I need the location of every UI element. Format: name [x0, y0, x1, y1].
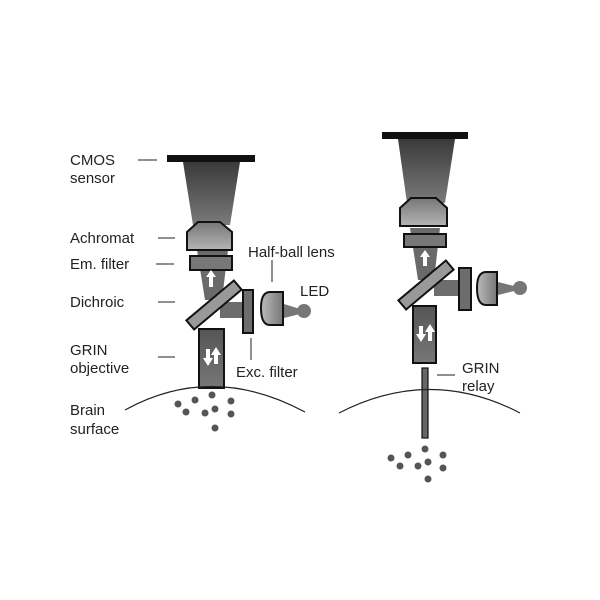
- neurons: [174, 391, 235, 432]
- emission-filter: [189, 255, 233, 271]
- label-exc-filter: Exc. filter: [236, 364, 298, 381]
- label-cmos-sensor-2: sensor: [70, 170, 115, 187]
- brain-surface-curve: [338, 389, 521, 414]
- excitation-filter: [458, 267, 472, 311]
- arrow-down-icon: [203, 349, 213, 366]
- label-dichroic: Dichroic: [70, 294, 125, 311]
- label-achromat: Achromat: [70, 230, 135, 247]
- dichroic-mirror: [184, 279, 244, 331]
- achromat-lens: [399, 197, 448, 227]
- led-stem: [284, 304, 300, 318]
- cmos-sensor: [382, 132, 468, 139]
- excitation-filter: [242, 289, 254, 334]
- neurons: [387, 445, 447, 483]
- label-half-ball-lens: Half-ball lens: [248, 244, 335, 261]
- led: [513, 281, 527, 295]
- excitation-beam: [220, 302, 246, 318]
- arrow-up-icon: [420, 250, 430, 266]
- arrow-down-icon: [416, 326, 426, 342]
- led-stem: [498, 282, 514, 295]
- dichroic-mirror: [396, 259, 456, 311]
- led: [297, 304, 311, 318]
- label-cmos-sensor-1: CMOS: [70, 152, 115, 169]
- cmos-sensor: [167, 155, 255, 162]
- label-em-filter: Em. filter: [70, 256, 129, 273]
- left-labels: [138, 159, 273, 360]
- half-ball-lens: [259, 291, 284, 326]
- half-ball-lens: [475, 271, 498, 306]
- label-brain-surface-2: surface: [70, 421, 119, 438]
- emission-beam-cone: [398, 139, 455, 203]
- label-brain-surface-1: Brain: [70, 402, 105, 419]
- label-grin-relay-2: relay: [462, 378, 495, 395]
- arrow-up-icon: [206, 270, 216, 287]
- head-mounted-microscope-relay: [338, 132, 527, 483]
- label-led: LED: [300, 283, 329, 300]
- arrow-up-icon: [425, 324, 435, 341]
- label-grin-objective-1: GRIN: [70, 342, 108, 359]
- arrow-up-icon: [211, 347, 221, 364]
- grin-relay: [421, 367, 429, 439]
- label-grin-objective-2: objective: [70, 360, 129, 377]
- emission-filter: [403, 233, 447, 248]
- emission-beam-cone: [183, 162, 240, 225]
- brain-surface-curve: [124, 385, 306, 413]
- head-mounted-microscope-objective: [124, 155, 311, 432]
- excitation-beam: [434, 280, 461, 296]
- label-grin-relay-1: GRIN: [462, 360, 500, 377]
- achromat-lens: [186, 221, 233, 251]
